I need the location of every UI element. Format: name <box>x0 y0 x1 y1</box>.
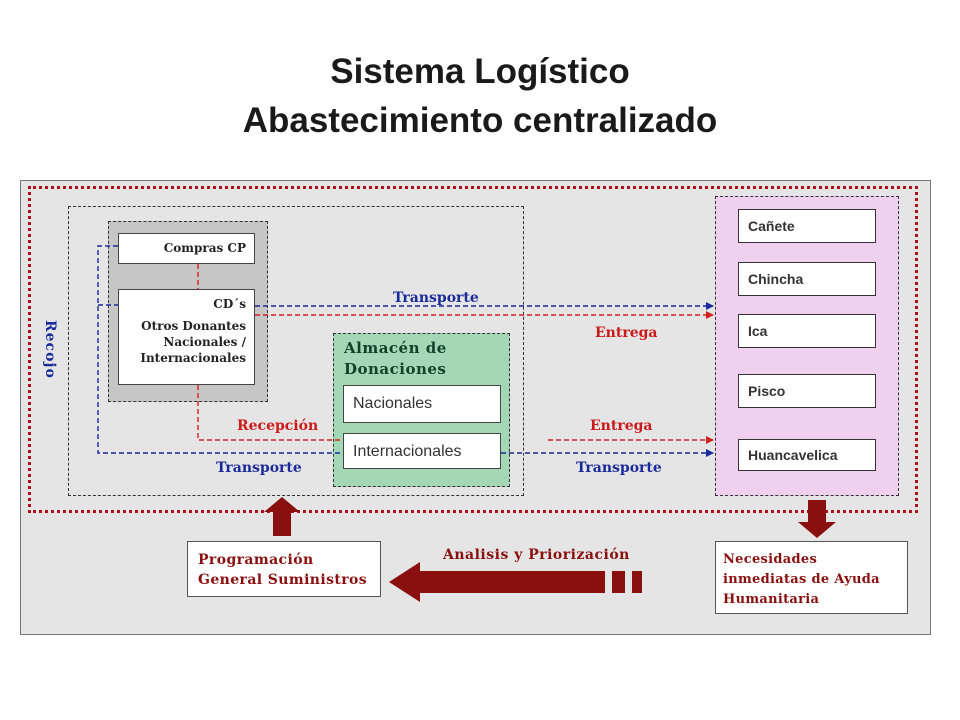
programacion-box: Programación General Suministros <box>187 541 381 597</box>
down-arrow <box>798 500 836 538</box>
cds-title: CD´s <box>213 297 246 311</box>
recepcion-label: Recepción <box>237 418 319 434</box>
programacion-line-1: Programación <box>198 552 314 568</box>
logistics-system-frame <box>28 186 918 513</box>
necesidades-line-3: Humanitaria <box>723 592 820 607</box>
entrega-mid-label: Entrega <box>590 418 653 434</box>
destination-ica: Ica <box>738 314 876 348</box>
necesidades-line-2: inmediatas de Ayuda <box>723 572 880 587</box>
analisis-arrow-dash-1 <box>612 571 625 593</box>
up-arrow <box>264 497 300 536</box>
recojo-label: Recojo <box>42 320 58 379</box>
almacen-title: Almacén de Donaciones <box>344 339 447 378</box>
destination-huancavelica: Huancavelica <box>738 439 876 471</box>
cds-box: CD´s Otros Donantes Nacionales / Interna… <box>118 289 255 385</box>
internacionales-box: Internacionales <box>343 433 501 469</box>
necesidades-box: Necesidades inmediatas de Ayuda Humanita… <box>715 541 908 614</box>
destination-pisco: Pisco <box>738 374 876 408</box>
analisis-label: Analisis y Priorización <box>443 547 630 563</box>
analisis-arrow-dash-2 <box>632 571 642 593</box>
nacionales-box: Nacionales <box>343 385 501 423</box>
analisis-arrow <box>389 562 605 602</box>
necesidades-line-1: Necesidades <box>723 552 818 567</box>
cds-line-2: Otros Donantes <box>141 319 246 333</box>
cds-line-3: Nacionales / <box>163 335 246 349</box>
transporte-left-label: Transporte <box>216 460 302 476</box>
transporte-right-label: Transporte <box>576 460 662 476</box>
central-supply-zone <box>68 206 524 496</box>
compras-box: Compras CP <box>118 233 255 264</box>
transporte-top-label: Transporte <box>393 290 479 306</box>
entrega-top-label: Entrega <box>595 325 658 341</box>
destination-canete: Cañete <box>738 209 876 243</box>
title-line-2: Abastecimiento centralizado <box>242 101 718 140</box>
destination-chincha: Chincha <box>738 262 876 296</box>
cds-line-4: Internacionales <box>140 351 246 365</box>
recojo-line <box>97 245 343 454</box>
recepcion-path <box>197 385 343 441</box>
title-line-1: Sistema Logístico <box>330 52 630 91</box>
programacion-line-2: General Suministros <box>198 572 368 588</box>
